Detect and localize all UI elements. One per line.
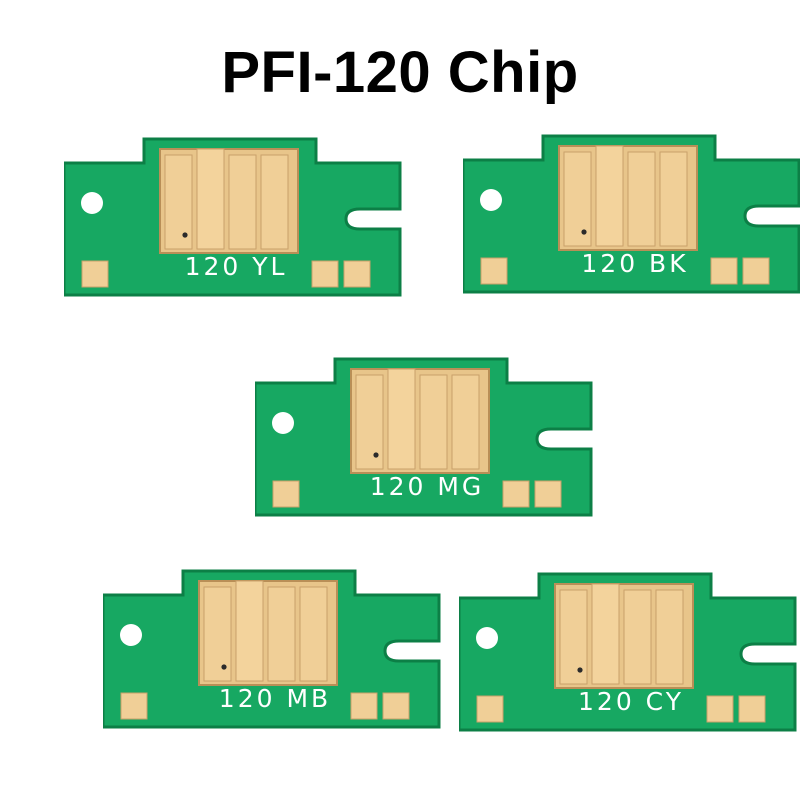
chip-label: 120 YL [184,252,288,281]
chip-label: 120 MB [218,684,332,713]
page-title: PFI-120 Chip [221,40,579,105]
chip-label: 120 CY [578,687,684,716]
chip-mg: 120 MG [255,355,595,525]
chip-mb: 120 MB [103,567,443,737]
chip-cy: 120 CY [459,570,799,740]
chip-bk: 120 BK [463,132,800,302]
chip-yl: 120 YL [64,135,404,305]
chip-label: 120 BK [581,249,689,278]
chip-label: 120 MG [369,472,485,501]
